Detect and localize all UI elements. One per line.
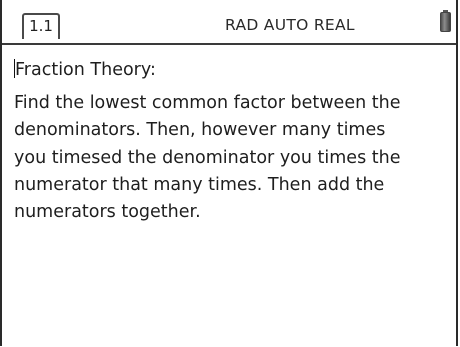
- text-cursor: [14, 59, 15, 78]
- page-tab[interactable]: 1.1: [22, 13, 60, 39]
- note-heading: Fraction Theory:: [14, 59, 446, 81]
- note-heading-text: Fraction Theory:: [15, 60, 156, 80]
- notes-editor[interactable]: Fraction Theory: Find the lowest common …: [2, 45, 456, 345]
- battery-body: [440, 12, 451, 32]
- status-bar: 1.1 RAD AUTO REAL: [2, 0, 456, 45]
- battery-cap: [443, 10, 448, 12]
- mode-indicator: RAD AUTO REAL: [225, 16, 355, 34]
- note-body: Find the lowest common factor between th…: [14, 93, 401, 223]
- battery-icon: [440, 10, 451, 32]
